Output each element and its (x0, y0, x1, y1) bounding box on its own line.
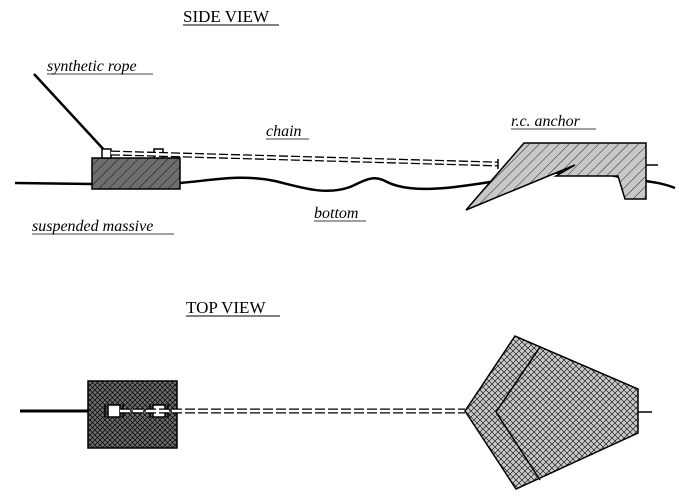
top-view-title: TOP VIEW (186, 298, 266, 317)
rc-anchor-top-hatch (465, 336, 638, 489)
massive-shackle-left (101, 148, 112, 159)
rc-anchor-label: r.c. anchor (511, 113, 581, 130)
chain-side-inner (110, 151, 499, 166)
rc-anchor-side-hatch (466, 143, 646, 210)
bottom-label: bottom (314, 205, 358, 222)
suspended-massive-side-hatch (92, 158, 180, 189)
synthetic-rope-label: synthetic rope (47, 58, 137, 75)
rc-anchor-top-ridges (495, 346, 541, 481)
top-view: TOP VIEW (20, 298, 652, 490)
side-view-title: SIDE VIEW (183, 7, 270, 26)
chain-label: chain (266, 123, 302, 140)
side-view: SIDE VIEW synthetic rope chain r.c. anch… (14, 7, 676, 235)
suspended-massive-label: suspended massive (32, 218, 153, 235)
synthetic-rope-line (33, 73, 107, 153)
